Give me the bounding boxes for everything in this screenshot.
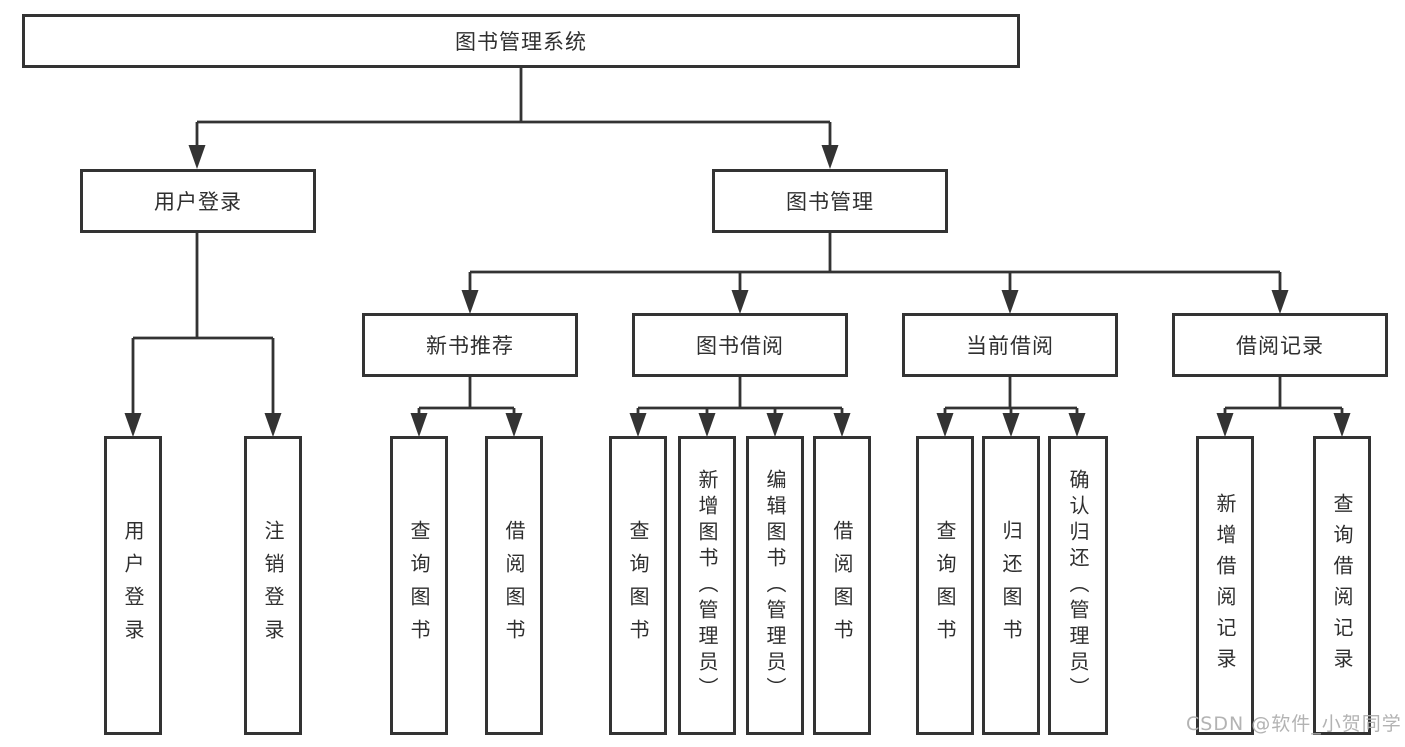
leaf-label: 归还图书 — [999, 519, 1023, 652]
connector-book-mgmt-children — [468, 233, 1282, 291]
leaf-label: 新增图书（管理员） — [695, 468, 719, 703]
arrowhead — [188, 145, 206, 169]
arrowhead — [1002, 413, 1020, 437]
leaf-label: 新增借阅记录 — [1213, 492, 1237, 679]
connector-borrow-record-children — [1223, 377, 1344, 414]
arrowhead — [461, 290, 479, 314]
arrowhead — [1068, 413, 1086, 437]
leaf-label: 注销登录 — [261, 519, 285, 652]
leaf-label: 借阅图书 — [830, 519, 854, 652]
node-br-query-record: 查询借阅记录 — [1313, 436, 1371, 735]
arrowhead — [1001, 290, 1019, 314]
connector-new-book-rec-children — [417, 377, 516, 414]
node-bb-edit-book: 编辑图书（管理员） — [746, 436, 804, 735]
node-root: 图书管理系统 — [22, 14, 1020, 68]
arrowhead — [264, 413, 282, 437]
node-leaf-user-login: 用户登录 — [104, 436, 162, 735]
leaf-label: 查询图书 — [933, 519, 957, 652]
connector-user-login-children — [131, 233, 275, 414]
node-borrow-record: 借阅记录 — [1172, 313, 1388, 377]
node-bb-add-book: 新增图书（管理员） — [678, 436, 736, 735]
csdn-watermark: CSDN @软件_小贺同学 — [1186, 713, 1402, 735]
node-cb-confirm-return: 确认归还（管理员） — [1048, 436, 1108, 735]
node-new-book-rec: 新书推荐 — [362, 313, 578, 377]
node-leaf-logout: 注销登录 — [244, 436, 302, 735]
node-current-borrow: 当前借阅 — [902, 313, 1118, 377]
arrowhead — [821, 145, 839, 169]
arrowhead — [698, 413, 716, 437]
arrowhead — [629, 413, 647, 437]
arrowhead — [1216, 413, 1234, 437]
leaf-label: 编辑图书（管理员） — [763, 468, 787, 703]
connector-root-children — [195, 68, 832, 147]
arrowhead — [833, 413, 851, 437]
connector-current-borrow-children — [943, 377, 1079, 414]
leaf-label: 借阅图书 — [502, 519, 526, 652]
node-user-login: 用户登录 — [80, 169, 316, 233]
arrowhead — [1271, 290, 1289, 314]
leaf-label: 确认归还（管理员） — [1066, 468, 1090, 703]
leaf-label: 查询图书 — [626, 519, 650, 652]
arrowhead — [124, 413, 142, 437]
leaf-label: 用户登录 — [121, 519, 145, 652]
arrowhead — [1333, 413, 1351, 437]
arrowhead — [410, 413, 428, 437]
arrowhead — [936, 413, 954, 437]
leaf-label: 查询借阅记录 — [1330, 492, 1354, 679]
arrowhead — [766, 413, 784, 437]
connector-book-borrow-children — [636, 377, 844, 414]
node-rec-query-book: 查询图书 — [390, 436, 448, 735]
node-book-mgmt: 图书管理 — [712, 169, 948, 233]
node-bb-query-book: 查询图书 — [609, 436, 667, 735]
leaf-label: 查询图书 — [407, 519, 431, 652]
node-bb-borrow-book: 借阅图书 — [813, 436, 871, 735]
node-rec-borrow-book: 借阅图书 — [485, 436, 543, 735]
node-cb-query-book: 查询图书 — [916, 436, 974, 735]
node-br-add-record: 新增借阅记录 — [1196, 436, 1254, 735]
arrowhead — [731, 290, 749, 314]
node-cb-return-book: 归还图书 — [982, 436, 1040, 735]
node-book-borrow: 图书借阅 — [632, 313, 848, 377]
arrowhead — [505, 413, 523, 437]
